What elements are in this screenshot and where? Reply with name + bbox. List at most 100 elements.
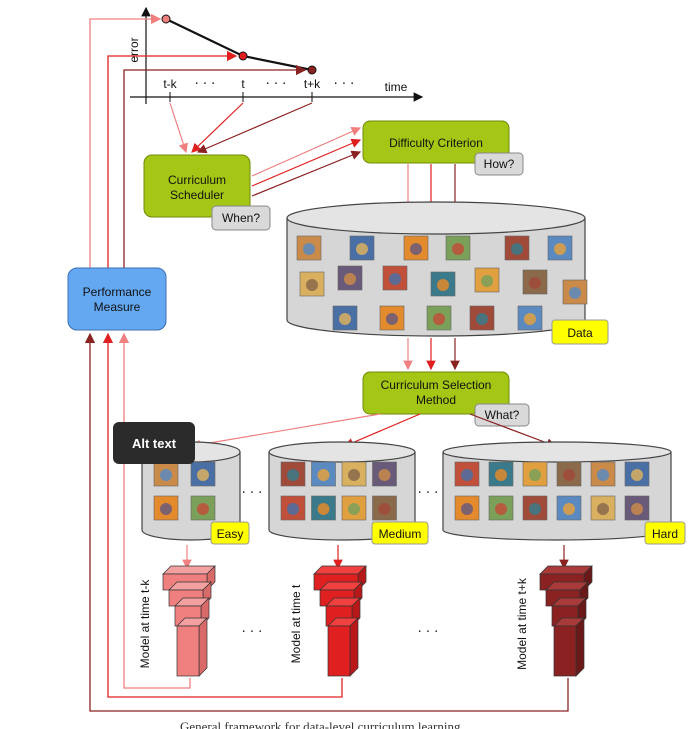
image-thumbnail xyxy=(590,461,616,487)
data-thumbnails xyxy=(296,235,588,331)
performance-label-2: Measure xyxy=(94,300,141,314)
tick-t: t xyxy=(241,77,245,91)
y-axis-label: error xyxy=(127,37,141,62)
curriculum-scheduler-box: Curriculum Scheduler When? xyxy=(143,154,271,231)
subset-ellipsis-1: · · · xyxy=(242,486,263,501)
subset-badge xyxy=(644,521,686,545)
how-label: How? xyxy=(484,157,515,171)
image-thumbnail xyxy=(190,495,216,521)
subset-ellipsis-2: · · · xyxy=(418,486,439,501)
image-thumbnail xyxy=(454,495,480,521)
subset-label: Easy xyxy=(217,527,244,541)
subset-cylinders: Easy Medium Hard xyxy=(141,441,686,545)
feedback-lines-top xyxy=(89,13,307,268)
image-thumbnail xyxy=(517,305,543,331)
image-thumbnail xyxy=(547,235,573,261)
image-thumbnail xyxy=(474,267,500,293)
image-thumbnail xyxy=(299,271,325,297)
data-to-selection-arrows xyxy=(403,338,460,371)
subset-badge xyxy=(371,521,429,545)
image-thumbnail xyxy=(337,265,363,291)
image-thumbnail xyxy=(311,461,336,487)
image-thumbnail xyxy=(556,461,582,487)
image-thumbnail xyxy=(332,305,358,331)
when-badge xyxy=(211,205,271,231)
when-label: When? xyxy=(222,211,260,225)
image-thumbnail xyxy=(624,495,650,521)
model-2: Model at time t xyxy=(289,545,367,677)
model-label: Model at time t-k xyxy=(138,579,152,669)
what-label: What? xyxy=(485,408,520,422)
data-cylinder: Data xyxy=(286,201,609,345)
scheduler-to-difficulty-arrows xyxy=(251,127,362,197)
image-thumbnail xyxy=(590,495,616,521)
models: Model at time t-k Model at time t Model at… xyxy=(138,545,593,677)
image-thumbnail xyxy=(454,461,480,487)
alt-text-button[interactable]: Alt text xyxy=(113,422,195,464)
figure-caption: General framework for data-level curricu… xyxy=(180,719,461,729)
tick-ellipsis-1: · · · xyxy=(195,77,216,92)
data-badge xyxy=(551,319,609,345)
image-thumbnail xyxy=(341,461,367,487)
image-thumbnail xyxy=(522,269,548,295)
model-1: Model at time t-k xyxy=(138,545,216,677)
image-thumbnail xyxy=(430,271,456,297)
image-thumbnail xyxy=(296,235,322,261)
error-point-3 xyxy=(307,65,317,75)
chart-to-scheduler-arrows xyxy=(169,102,313,154)
image-thumbnail xyxy=(562,279,588,305)
image-thumbnail xyxy=(445,235,471,261)
image-thumbnail xyxy=(522,461,548,487)
image-thumbnail xyxy=(153,495,179,521)
tick-ellipsis-2: · · · xyxy=(266,77,287,92)
image-thumbnail xyxy=(469,305,495,331)
subset-cylinder-hard: Hard xyxy=(442,441,686,545)
subset-label: Hard xyxy=(652,527,678,541)
data-label: Data xyxy=(567,326,593,340)
error-time-chart: error time t-k t t+k · · · · · · · · · xyxy=(127,6,424,104)
error-point-2 xyxy=(238,51,248,61)
error-curve xyxy=(165,18,313,72)
performance-label-1: Performance xyxy=(83,285,152,299)
image-thumbnail xyxy=(280,495,306,521)
model-label: Model at time t xyxy=(289,584,303,663)
tick-ellipsis-3: · · · xyxy=(334,77,355,92)
image-thumbnail xyxy=(504,235,530,261)
image-thumbnail xyxy=(488,461,514,487)
selection-label-1: Curriculum Selection xyxy=(381,378,492,392)
tick-t-plus-k: t+k xyxy=(304,77,321,91)
difficulty-criterion-label: Difficulty Criterion xyxy=(389,136,483,150)
image-thumbnail xyxy=(311,495,336,521)
image-thumbnail xyxy=(349,235,375,261)
model-ellipsis-1: · · · xyxy=(242,625,263,640)
image-thumbnail xyxy=(522,495,548,521)
how-badge xyxy=(474,152,524,176)
scheduler-label-1: Curriculum xyxy=(168,173,226,187)
feedback-lines-bottom xyxy=(84,332,569,712)
tick-t-minus-k: t-k xyxy=(163,77,177,91)
selection-label-2: Method xyxy=(416,393,456,407)
image-thumbnail xyxy=(379,305,405,331)
model-3: Model at time t+k xyxy=(515,545,593,677)
selection-to-subsets-arrows xyxy=(190,413,557,450)
image-thumbnail xyxy=(556,495,582,521)
subset-badge xyxy=(210,521,250,545)
image-thumbnail xyxy=(153,461,179,487)
subset-label: Medium xyxy=(379,527,422,541)
image-thumbnail xyxy=(372,495,397,521)
difficulty-criterion-box: Difficulty Criterion How? xyxy=(362,120,524,176)
model-label: Model at time t+k xyxy=(515,577,529,670)
image-thumbnail xyxy=(382,265,408,291)
error-point-1 xyxy=(161,14,171,24)
performance-measure-box: Performance Measure xyxy=(67,267,167,331)
curriculum-selection-box: Curriculum Selection Method What? xyxy=(362,371,530,427)
image-thumbnail xyxy=(624,461,650,487)
image-thumbnail xyxy=(372,461,397,487)
image-thumbnail xyxy=(280,461,306,487)
image-thumbnail xyxy=(426,305,452,331)
scheduler-label-2: Scheduler xyxy=(170,188,224,202)
image-thumbnail xyxy=(403,235,429,261)
subset-cylinder-medium: Medium xyxy=(268,441,429,545)
image-thumbnail xyxy=(488,495,514,521)
